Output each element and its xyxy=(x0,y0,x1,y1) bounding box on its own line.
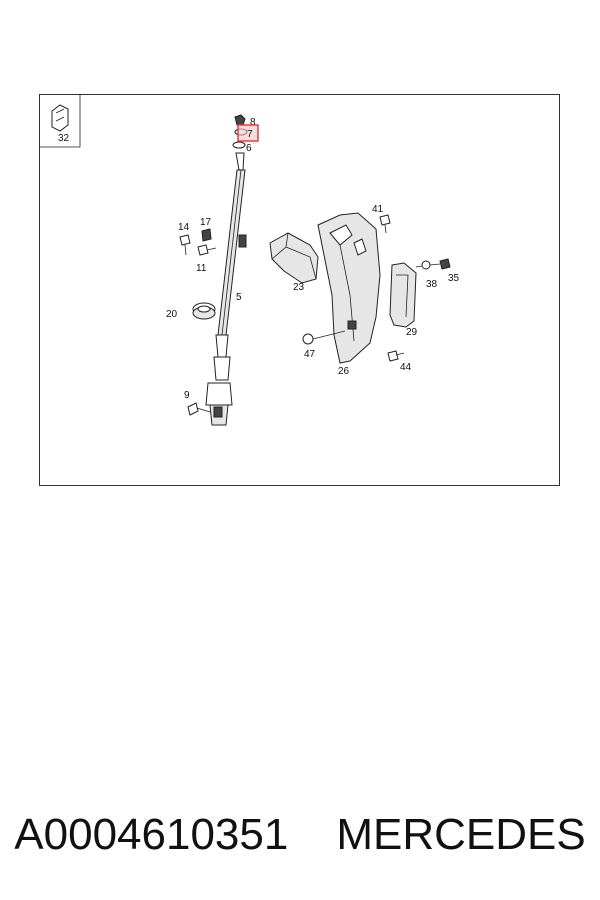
diagram-canvas: 32 8 7 6 5 9 xyxy=(40,95,460,426)
callout-26: 26 xyxy=(338,366,350,377)
part-8-nut xyxy=(234,114,246,126)
part-29-cover: 29 xyxy=(389,262,418,338)
callout-32: 32 xyxy=(58,133,70,144)
column-top-parts: 8 7 6 xyxy=(232,114,259,154)
part-5-steering-shaft: 5 xyxy=(213,152,247,381)
callout-47: 47 xyxy=(304,349,316,360)
callout-8: 8 xyxy=(250,117,256,128)
brand-name: MERCEDES xyxy=(336,810,586,859)
callout-11: 11 xyxy=(196,263,207,274)
callout-35: 35 xyxy=(448,273,460,284)
callout-14: 14 xyxy=(178,222,190,233)
callout-20: 20 xyxy=(166,309,178,320)
part-41-bolt: 41 xyxy=(372,204,391,234)
highlight-box-7 xyxy=(237,124,259,142)
callout-17: 17 xyxy=(200,217,212,228)
part-26-trim-panel: 26 xyxy=(317,212,381,377)
callout-41: 41 xyxy=(372,204,384,215)
part-35-nut xyxy=(439,258,451,270)
part-number: A0004610351 xyxy=(14,810,289,859)
mounting-bolts-left: 14 17 11 xyxy=(178,217,217,274)
parts-diagram: 32 8 7 6 5 9 xyxy=(39,94,560,486)
part-38-35-fasteners: 38 35 xyxy=(415,258,460,290)
callout-5: 5 xyxy=(236,292,242,303)
callout-7: 7 xyxy=(247,129,253,140)
callout-44: 44 xyxy=(400,362,412,373)
part-11-bolt xyxy=(197,244,209,256)
part-44-bolt: 44 xyxy=(387,350,412,373)
part-20-bushing: 20 xyxy=(166,302,216,320)
part-caption: A0004610351 MERCEDES xyxy=(0,800,600,870)
part-32-bracket xyxy=(51,104,69,132)
universal-joint: 9 xyxy=(184,382,233,426)
part-47-screw: 47 xyxy=(302,330,346,360)
callout-38: 38 xyxy=(426,279,438,290)
part-14-bolt xyxy=(179,234,191,246)
part-23-trim-cover: 23 xyxy=(269,232,319,293)
inset-box-32: 32 xyxy=(40,95,81,148)
part-17-clip-small xyxy=(201,228,212,242)
callout-6: 6 xyxy=(246,143,252,154)
part-17-clip xyxy=(238,234,247,248)
part-38-washer xyxy=(421,260,431,270)
part-6-ring xyxy=(232,141,246,149)
callout-9: 9 xyxy=(184,390,190,401)
callout-29: 29 xyxy=(406,327,418,338)
callout-23: 23 xyxy=(293,282,305,293)
part-9-bolt xyxy=(187,402,199,416)
